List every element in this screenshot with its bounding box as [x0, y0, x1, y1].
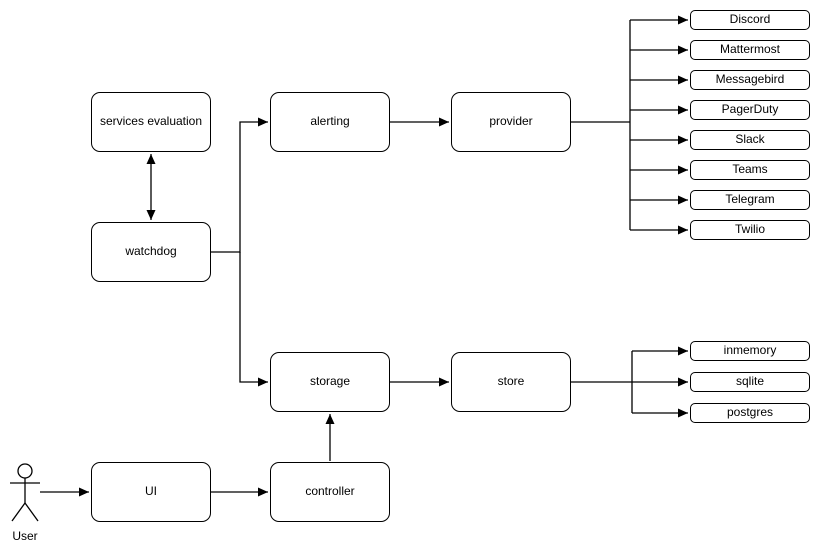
node-inmemory: inmemory: [690, 341, 810, 361]
node-pagerduty: PagerDuty: [690, 100, 810, 120]
node-discord: Discord: [690, 10, 810, 30]
node-telegram: Telegram: [690, 190, 810, 210]
node-store: store: [451, 352, 571, 412]
node-messagebird: Messagebird: [690, 70, 810, 90]
edge-provider-trunk: [571, 20, 631, 230]
node-services-evaluation: services evaluation: [91, 92, 211, 152]
edge-watchdog-storage: [239, 252, 268, 387]
node-alerting: alerting: [270, 92, 390, 152]
node-mattermost: Mattermost: [690, 40, 810, 60]
node-storage: storage: [270, 352, 390, 412]
user-label: User: [12, 529, 38, 543]
node-slack: Slack: [690, 130, 810, 150]
node-ui: UI: [91, 462, 211, 522]
edge-store-trunk: [571, 351, 633, 413]
node-twilio: Twilio: [690, 220, 810, 240]
user-actor-icon: [10, 463, 40, 522]
node-teams: Teams: [690, 160, 810, 180]
node-provider: provider: [451, 92, 571, 152]
node-watchdog: watchdog: [91, 222, 211, 282]
node-sqlite: sqlite: [690, 372, 810, 392]
node-controller: controller: [270, 462, 390, 522]
node-postgres: postgres: [690, 403, 810, 423]
edge-watchdog-alerting: [211, 117, 268, 253]
